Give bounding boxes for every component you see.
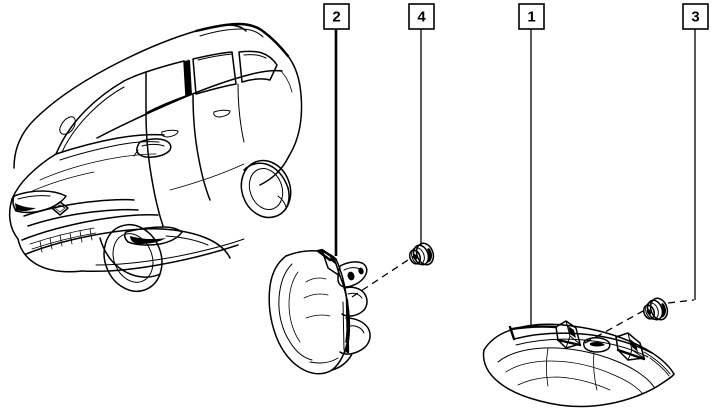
callout-2[interactable]: 2	[323, 3, 350, 30]
part-fastener-clip-right	[642, 297, 669, 321]
callout-4-label: 4	[417, 8, 426, 25]
lamp-mount-tab-left	[555, 320, 582, 349]
leader-lines	[334, 29, 696, 327]
part-fog-lamp-assembly	[482, 320, 675, 408]
callout-4[interactable]: 4	[408, 3, 435, 30]
vehicle-illustration	[8, 22, 303, 292]
callout-1-label: 1	[527, 8, 535, 25]
callout-2-label: 2	[332, 8, 340, 25]
assembly-line-bracket	[351, 255, 415, 298]
callout-1[interactable]: 1	[518, 3, 545, 30]
callout-1-box[interactable]	[518, 3, 545, 30]
lamp-mount-tab-right	[615, 332, 646, 361]
callout-2-box[interactable]	[323, 3, 350, 30]
part-fog-lamp-bracket-housing	[268, 248, 371, 375]
assembly-line-clip-right-tail	[667, 299, 695, 304]
vehicle-fog-lamp-recess	[123, 226, 183, 246]
grille-mesh	[29, 227, 97, 253]
renault-diamond-logo	[51, 201, 69, 216]
callout-3-box[interactable]	[682, 3, 709, 30]
callout-4-box[interactable]	[408, 3, 435, 30]
callout-3-label: 3	[691, 8, 699, 25]
assembly-lines	[351, 255, 695, 344]
callout-3[interactable]: 3	[682, 3, 709, 30]
